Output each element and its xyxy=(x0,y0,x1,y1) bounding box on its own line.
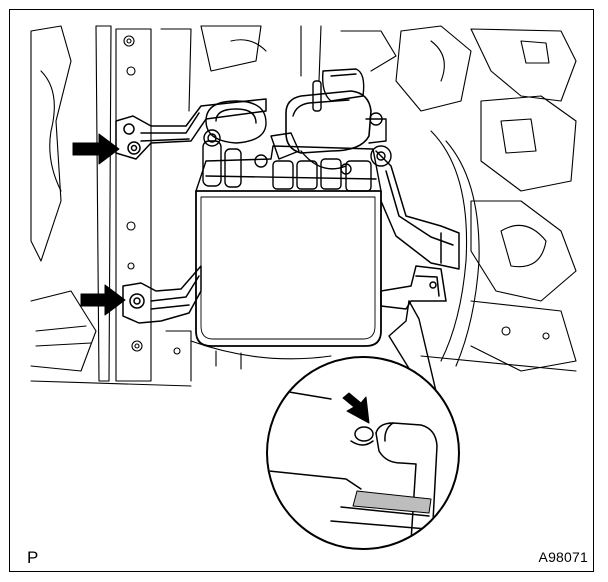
background-body-panels xyxy=(30,25,577,387)
technical-drawing xyxy=(30,25,577,550)
arrow-detail xyxy=(342,392,370,424)
charcoal-canister xyxy=(195,100,382,347)
detail-zoom-circle xyxy=(266,356,460,550)
lower-bracket xyxy=(122,265,447,324)
arrow-lower-bolt xyxy=(80,284,126,316)
pointer-arrows xyxy=(72,133,126,316)
upper-bracket xyxy=(115,98,460,270)
vacuum-switching-valve xyxy=(270,68,392,170)
illustration-frame xyxy=(9,9,594,572)
arrow-upper-bolt xyxy=(72,133,120,165)
figure-code: A98071 xyxy=(538,549,588,565)
callout-leader xyxy=(388,300,440,405)
corner-letter: P xyxy=(27,548,39,567)
